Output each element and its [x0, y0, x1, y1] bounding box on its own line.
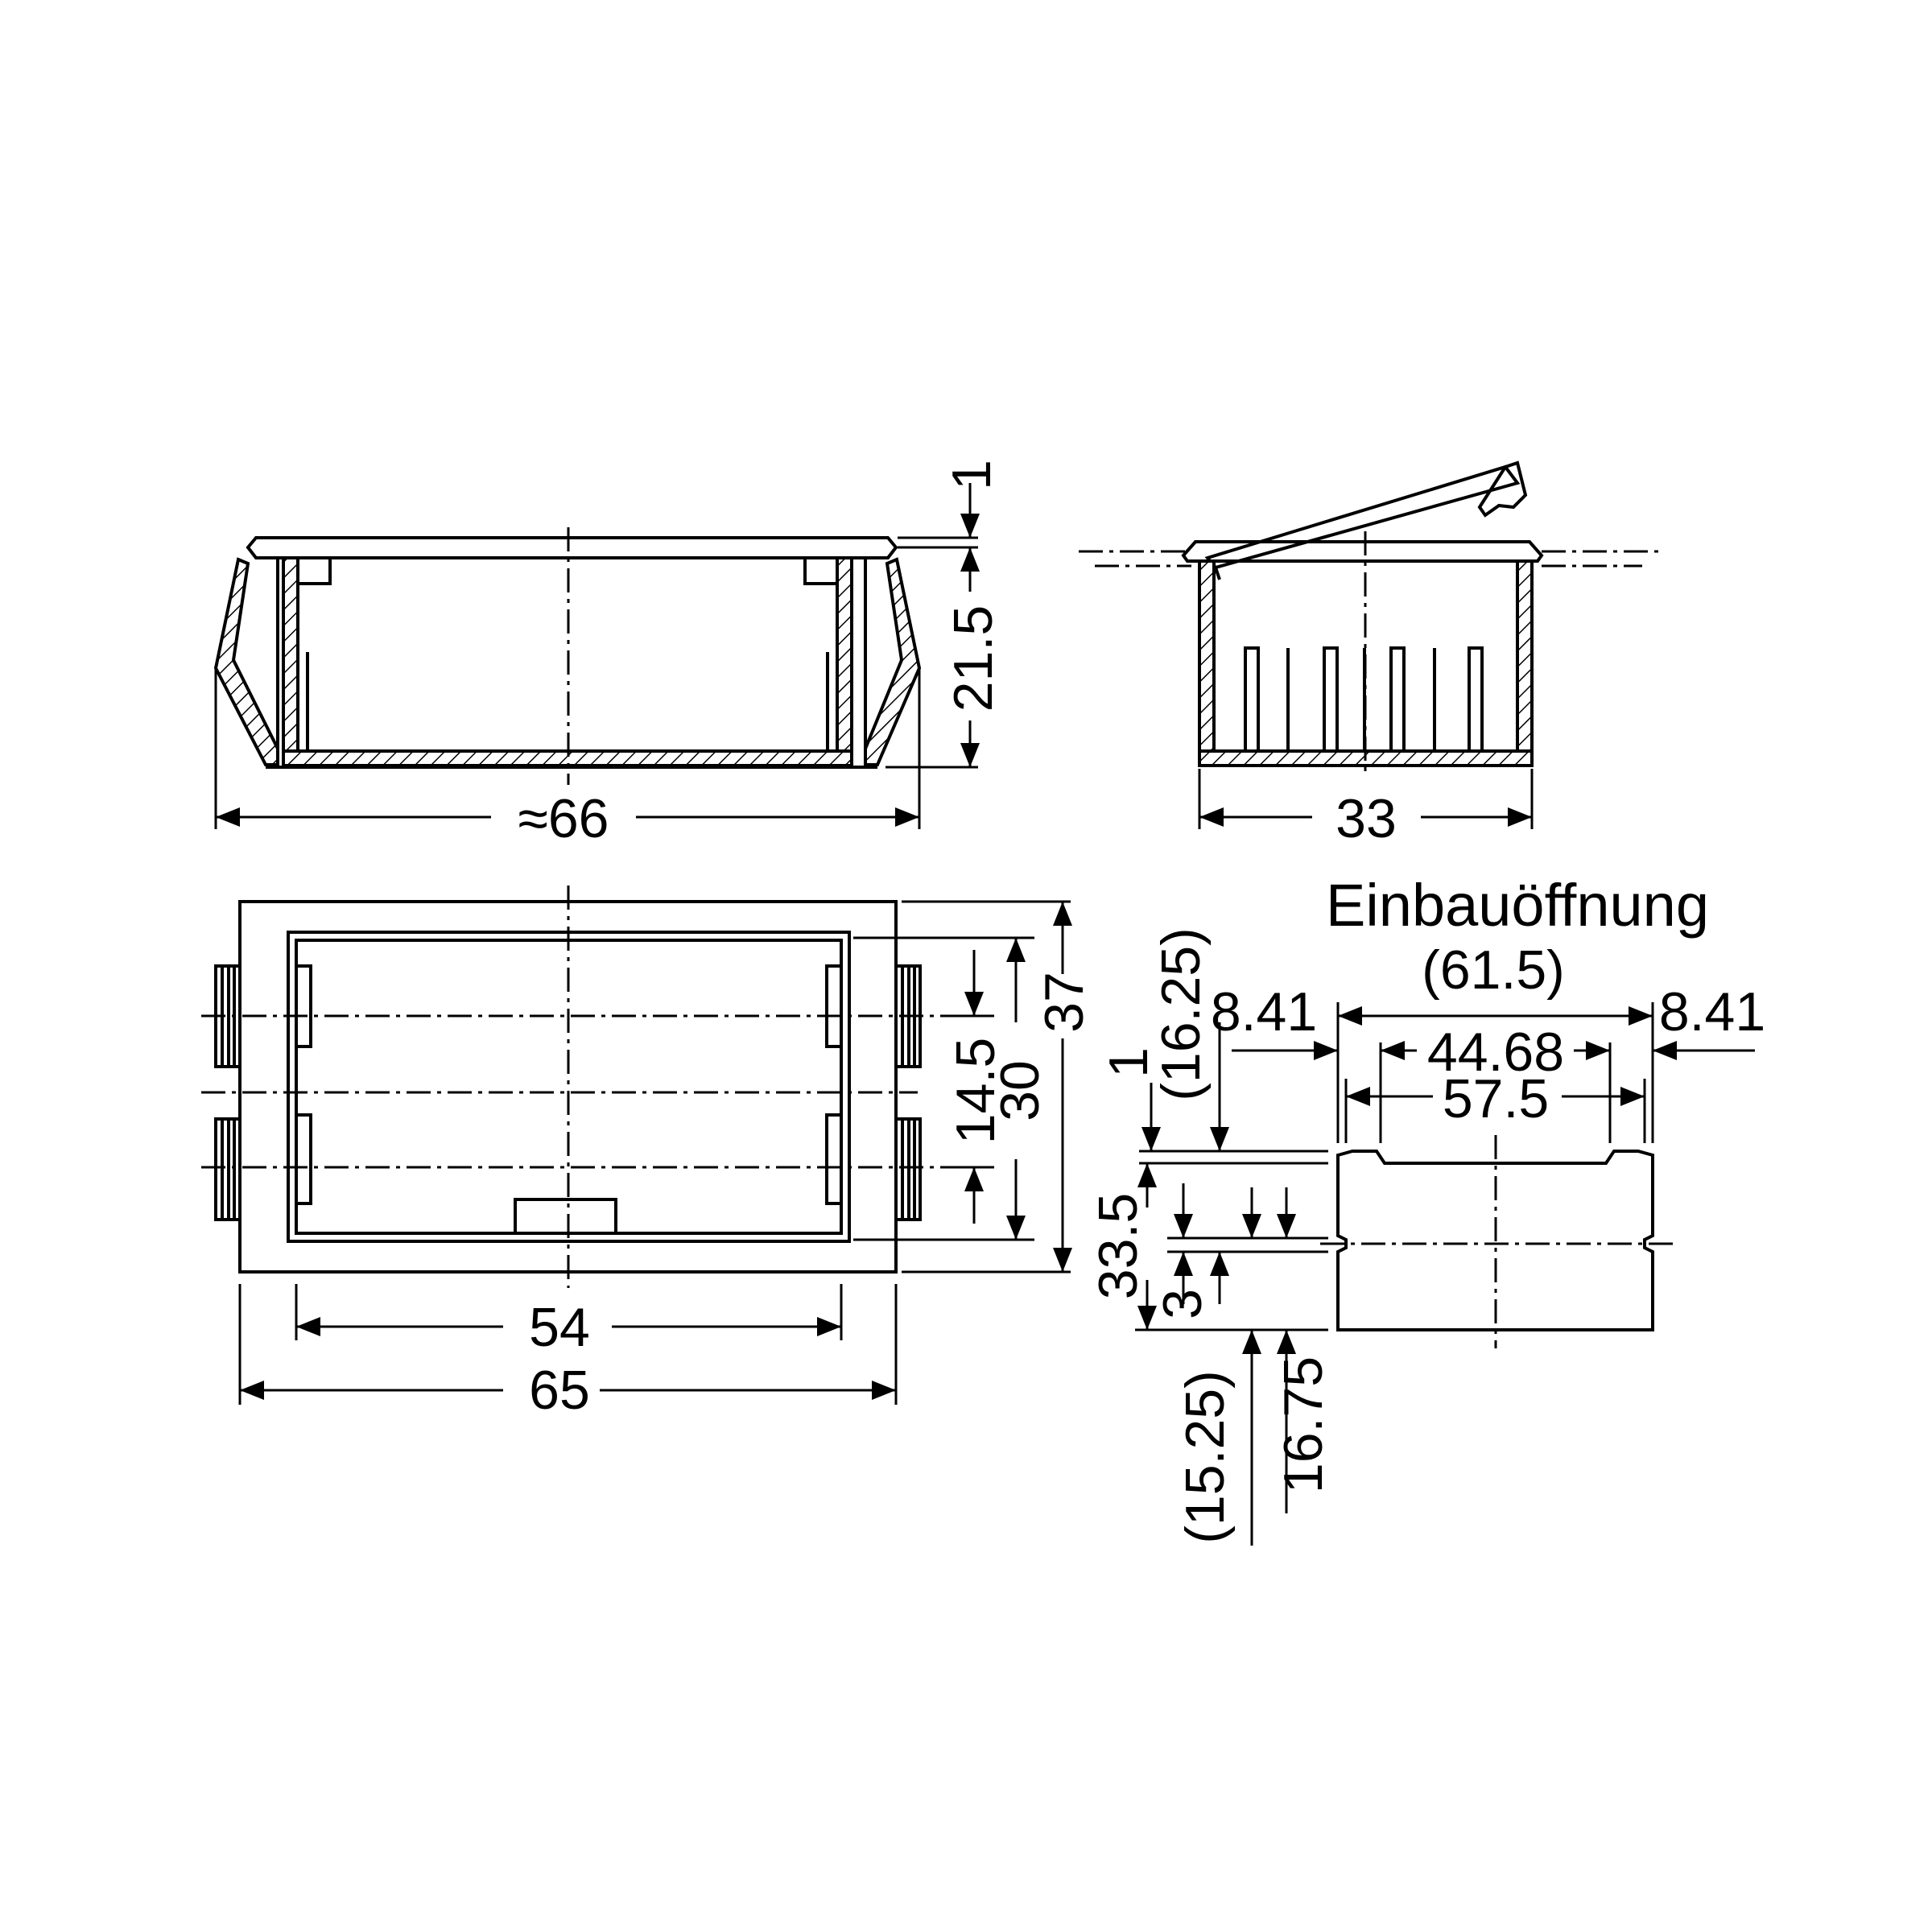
cutout-height-label: 33.5: [1088, 1193, 1149, 1299]
cutout-title: Einbauöffnung: [1326, 872, 1709, 939]
side-view-right-clip: [864, 557, 922, 766]
side-view-left-clip: [213, 557, 279, 766]
side-view-width-label: ≈66: [518, 788, 609, 849]
top-view: 54 65 14.5 30 37: [201, 886, 1095, 1421]
side-view: ≈66 1 21.5: [213, 460, 1004, 849]
cutout-outline: [1336, 1150, 1654, 1331]
top-view-inner-height-label: 30: [989, 1060, 1051, 1121]
end-view-depth-label: 33: [1335, 788, 1397, 849]
side-view-height-label: 21.5: [943, 605, 1004, 712]
end-view-right-wall: [1516, 559, 1534, 760]
top-view-outer-height-label: 37: [1034, 972, 1095, 1033]
cutout-view: Einbauöffnung (61.5) 8.41 8.41 44.68 57.…: [1088, 872, 1765, 1546]
top-view-latches: [296, 964, 841, 1205]
cutout-width-label: 57.5: [1443, 1068, 1549, 1129]
top-view-outer-width-label: 65: [529, 1360, 590, 1421]
side-view-lid-label: 1: [941, 460, 1002, 490]
end-view: 33: [1079, 460, 1658, 849]
side-view-lid: [246, 536, 898, 559]
side-view-left-wall: [282, 556, 299, 761]
top-view-latch-tab: [514, 1198, 617, 1235]
cutout-overall-width-label: (61.5): [1422, 939, 1565, 1001]
cutout-lower-offset-label: (15.25): [1174, 1370, 1236, 1543]
cutout-notch-label: 3: [1152, 1289, 1213, 1319]
side-view-right-wall: [836, 556, 853, 761]
cutout-upper-offset-label: (16.25): [1150, 927, 1212, 1100]
top-view-pitch-label: 14.5: [945, 1038, 1006, 1144]
cutout-slot-span-label: 44.68: [1427, 1022, 1564, 1083]
cutout-left-offset-label: 8.41: [1211, 981, 1317, 1042]
end-view-hinged-lid: [1204, 464, 1521, 570]
cutout-step-label: 1: [1098, 1047, 1159, 1078]
end-view-ribs: [1244, 646, 1484, 753]
top-view-inner-width-label: 54: [529, 1297, 590, 1358]
end-view-rim: [1181, 540, 1544, 563]
cutout-notch-position-label: 16.75: [1273, 1356, 1334, 1493]
end-view-left-wall: [1198, 559, 1216, 760]
cutout-right-offset-label: 8.41: [1659, 981, 1765, 1042]
